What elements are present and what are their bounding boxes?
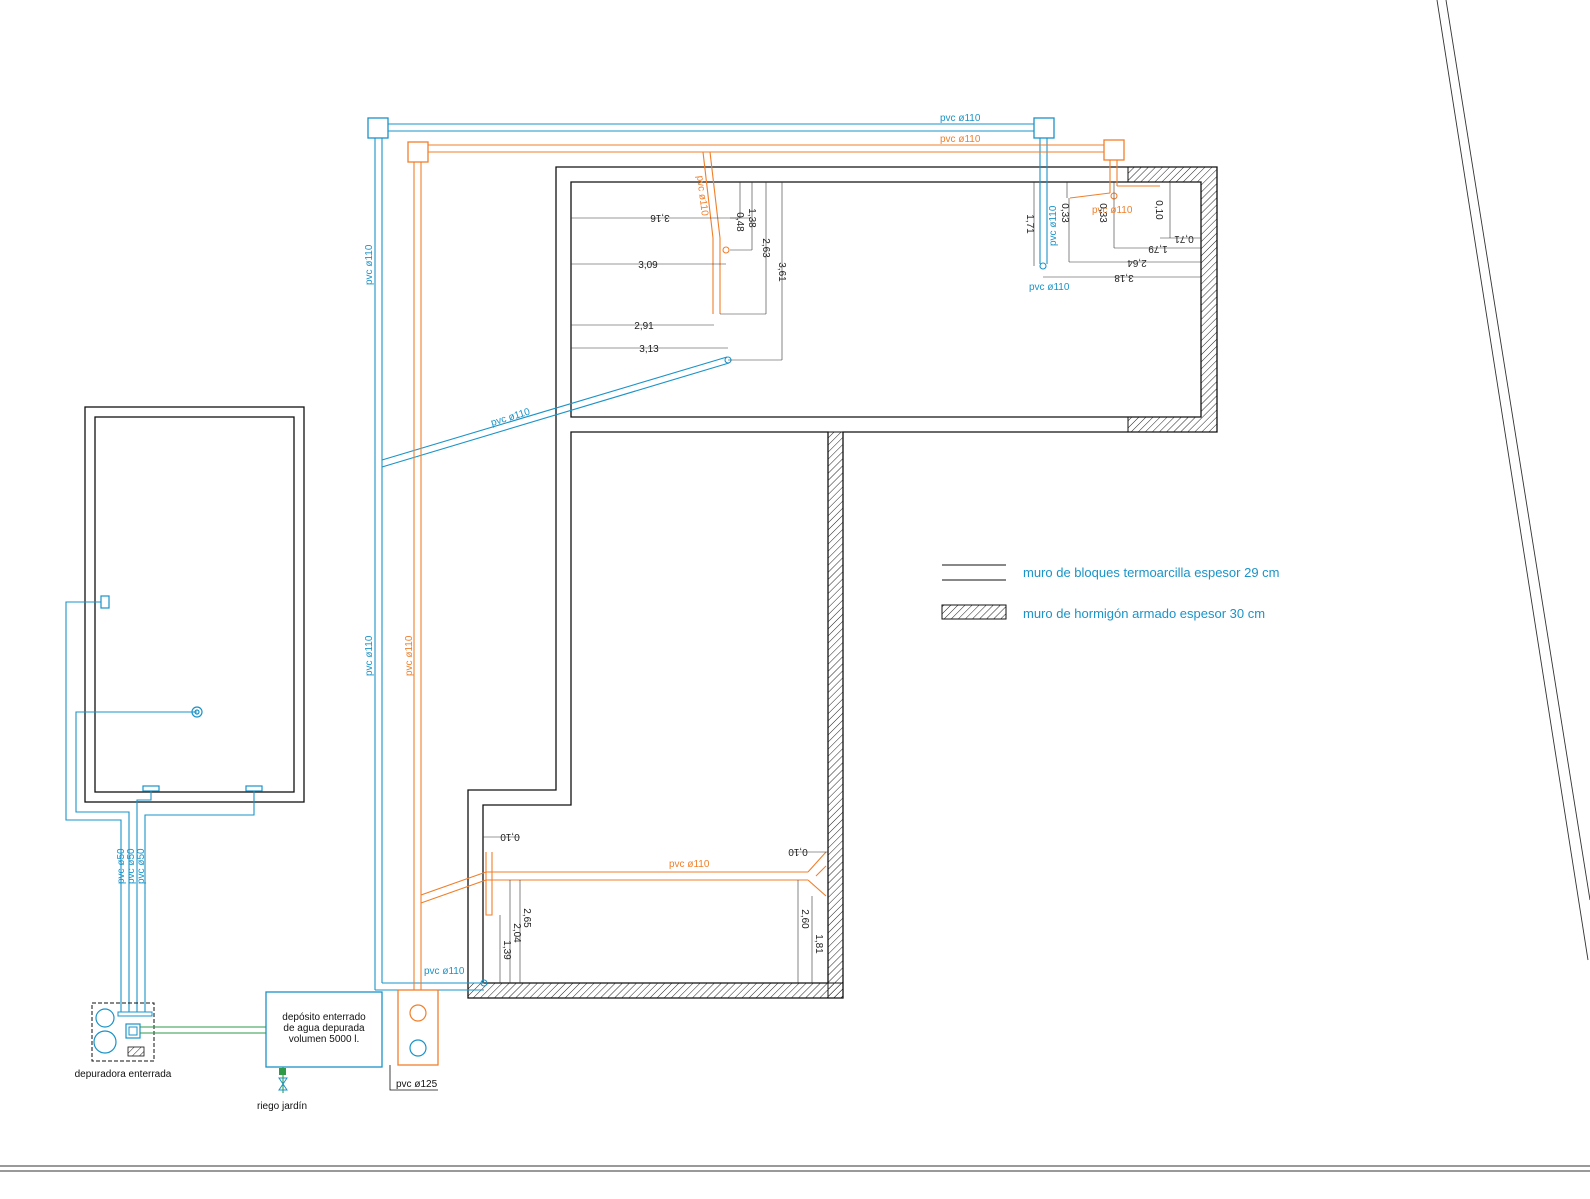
square-manhole-icon <box>1033 117 1055 139</box>
dim-260: 2,60 <box>799 909 810 929</box>
riego-label: riego jardín <box>257 1101 307 1112</box>
pipe-label-pvc50-2: pvc ø50 <box>126 848 137 884</box>
dim-316-left: 3,16 <box>650 212 670 223</box>
dim-179: 1,79 <box>1148 243 1168 254</box>
pipe-label-blue-diagonal: pvc ø110 <box>490 406 532 428</box>
pipe-label-orange-vertical: pvc ø110 <box>404 635 415 676</box>
pipe-label-right-blue: pvc ø110 <box>1048 205 1059 246</box>
dim-010-bottom-left: 0,10 <box>500 831 520 842</box>
tank-label: depósito enterrado de agua depurada volu… <box>282 1012 366 1045</box>
dim-265: 2,65 <box>521 908 532 928</box>
dim-033b: 0,33 <box>1097 203 1108 223</box>
connection-manhole <box>389 989 439 1091</box>
legend: muro de bloques termoarcilla espesor 29 … <box>941 564 1280 621</box>
pipe-label-bottom-orange: pvc ø110 <box>669 859 710 870</box>
dim-171: 1,71 <box>1024 214 1035 234</box>
pool-fittings <box>100 595 263 792</box>
dim-291: 2,91 <box>634 321 654 332</box>
dim-318: 3,18 <box>1114 272 1134 283</box>
dim-181: 1,81 <box>813 934 824 954</box>
pipe-label-pvc125: pvc ø125 <box>396 1079 438 1090</box>
dim-361: 3,61 <box>776 262 787 282</box>
pipe-label-top-blue: pvc ø110 <box>940 113 981 124</box>
pipe-label-right-orange: pvc ø110 <box>1092 205 1133 216</box>
square-manhole-icon <box>367 117 389 139</box>
pipe-label-orange-roof: pvc ø110 <box>694 175 710 217</box>
pipe-label-blue-vertical-upper: pvc ø110 <box>364 244 375 285</box>
svg-text:depósito enterrado: depósito enterrado <box>282 1012 366 1023</box>
dim-309: 3,09 <box>638 260 658 271</box>
valve-icon <box>278 1068 288 1091</box>
dim-010-top: 0,10 <box>1153 200 1164 220</box>
pipe-labels: pvc ø110 pvc ø110 pvc ø110 pvc ø110 pvc … <box>116 113 1133 1090</box>
dim-139: 1,39 <box>501 940 512 960</box>
swimming-pool <box>84 406 305 803</box>
rainwater-manholes <box>367 117 1055 139</box>
pipe-label-bottom-blue: pvc ø110 <box>424 966 465 977</box>
dim-313: 3,13 <box>639 344 659 355</box>
legend-concrete-wall: muro de hormigón armado espesor 30 cm <box>1023 606 1265 621</box>
wastewater-manholes <box>407 139 1125 163</box>
dim-138: 1,38 <box>746 208 757 228</box>
dim-263: 2,63 <box>760 238 771 258</box>
dimension-lines <box>483 182 1201 983</box>
svg-text:de agua depurada: de agua depurada <box>283 1023 365 1034</box>
legend-block-wall: muro de bloques termoarcilla espesor 29 … <box>1023 565 1280 580</box>
treatment-plant <box>91 1002 155 1062</box>
dimension-texts: 3,16 1,38 0,48 3,09 2,63 3,61 2,91 3,13 … <box>500 200 1194 960</box>
dim-048: 0,48 <box>734 212 745 232</box>
pipe-label-right-blue-below: pvc ø110 <box>1029 282 1070 293</box>
dim-264: 2,64 <box>1127 257 1147 268</box>
depuradora-label: depuradora enterrada <box>75 1069 172 1080</box>
square-manhole-icon <box>1103 139 1125 161</box>
pipe-label-pvc50-1: pvc ø50 <box>116 848 127 884</box>
svg-text:volumen 5000 l.: volumen 5000 l. <box>289 1034 360 1045</box>
treated-water-pipe <box>140 1026 284 1093</box>
rainwater-network <box>65 123 1048 1012</box>
square-manhole-icon <box>407 141 429 163</box>
concrete-walls <box>467 166 1218 999</box>
pipe-label-pvc50-3: pvc ø50 <box>136 848 147 884</box>
pipe-label-blue-vertical-lower: pvc ø110 <box>364 635 375 676</box>
property-boundary <box>0 0 1590 1172</box>
dim-010-bottom-right: 0,10 <box>788 846 808 857</box>
pipe-label-top-orange: pvc ø110 <box>940 134 981 145</box>
dim-204: 2,04 <box>511 923 522 943</box>
dim-071: 0,71 <box>1174 233 1194 244</box>
dim-033a: 0,33 <box>1059 203 1070 223</box>
water-tank <box>265 991 383 1068</box>
wastewater-network <box>413 144 1160 990</box>
